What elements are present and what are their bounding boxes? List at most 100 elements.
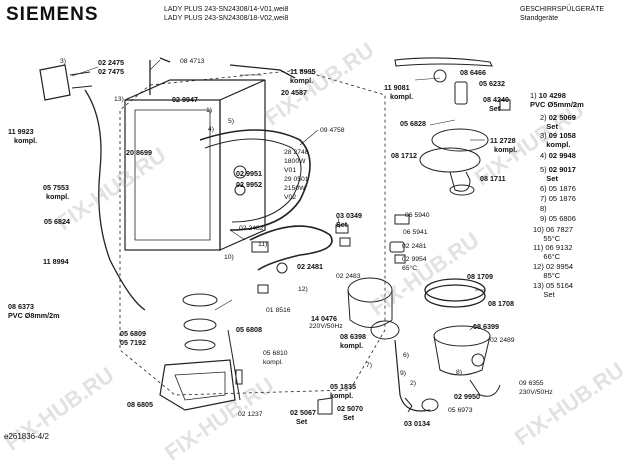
part-label: 02 2481 bbox=[297, 262, 323, 271]
part-label: kompl. bbox=[46, 192, 70, 201]
legend-row: 11) 06 9132 66°C bbox=[533, 243, 573, 261]
callout-number: 7) bbox=[366, 362, 373, 369]
callout-number: 1) bbox=[206, 107, 213, 114]
document-id: e261836-4/2 bbox=[4, 432, 49, 441]
part-label: kompl. bbox=[14, 136, 38, 145]
part-label: 02 9951 bbox=[236, 169, 262, 178]
legend-row: 9) 05 6806 bbox=[540, 214, 576, 223]
part-label: 14 0476 bbox=[311, 314, 337, 323]
callout-number: 8) bbox=[456, 369, 463, 376]
part-label: 05 6810 bbox=[263, 350, 288, 357]
part-label: 08 1709 bbox=[467, 272, 493, 281]
model-line-1: LADY PLUS 243-SN24308/14-V01,wei8 bbox=[164, 6, 289, 13]
part-label: kompl. bbox=[340, 341, 364, 350]
part-label: 230V/50Hz bbox=[519, 389, 553, 396]
part-label: 09 6355 bbox=[519, 380, 544, 387]
part-label: 05 6808 bbox=[236, 325, 262, 334]
part-label: 09 4758 bbox=[320, 127, 345, 134]
part-label: 11 2728 bbox=[490, 136, 516, 145]
part-label: 08 6466 bbox=[460, 68, 486, 77]
part-label: 08 6398 bbox=[340, 332, 366, 341]
part-label: 05 6232 bbox=[479, 79, 505, 88]
part-label: 05 1835 bbox=[330, 382, 356, 391]
legend-row: 10) 06 7827 55°C bbox=[533, 225, 574, 243]
part-label: 08 4713 bbox=[180, 58, 205, 65]
part-label: 02 9947 bbox=[172, 95, 198, 104]
part-label: 11 8995 bbox=[290, 67, 316, 76]
callout-number: 10) bbox=[224, 254, 234, 261]
part-label: 08 6805 bbox=[127, 400, 153, 409]
callout-number: 5) bbox=[228, 118, 235, 125]
part-label: 02 2483 bbox=[336, 273, 361, 280]
part-label: kompl. bbox=[494, 145, 518, 154]
legend-row: 13) 05 5164 Set bbox=[533, 281, 574, 299]
model-line-2: LADY PLUS 243-SN24308/18-V02,wei8 bbox=[164, 15, 289, 22]
legend-row: 12) 02 9954 85°C bbox=[533, 262, 574, 280]
callout-number: 6) bbox=[403, 352, 410, 359]
part-label: Set bbox=[489, 104, 501, 113]
part-label: V02 bbox=[284, 194, 297, 201]
part-label: Set bbox=[343, 413, 355, 422]
part-label: Set bbox=[296, 417, 308, 426]
part-label: 05 7553 bbox=[43, 183, 69, 192]
part-label: 20 8699 bbox=[126, 148, 152, 157]
part-label: 08 1712 bbox=[391, 151, 417, 160]
part-label: 02 9952 bbox=[236, 180, 262, 189]
part-label: 05 7192 bbox=[120, 338, 146, 347]
part-label: 02 5067 bbox=[290, 408, 316, 417]
part-label: 08 6373 bbox=[8, 302, 34, 311]
category-line-2: Standgeräte bbox=[520, 15, 559, 22]
part-label: 2150W bbox=[284, 185, 306, 192]
part-label: 11 9923 bbox=[8, 127, 34, 136]
callout-number: 3) bbox=[60, 58, 67, 65]
part-label: 05 6824 bbox=[44, 217, 70, 226]
part-label: 08 1708 bbox=[488, 299, 514, 308]
callout-number: 2) bbox=[410, 380, 417, 387]
callout-number: 9) bbox=[400, 370, 407, 377]
brand-logo: SIEMENS bbox=[6, 4, 99, 25]
part-label: kompl. bbox=[290, 76, 314, 85]
part-label: 11 8994 bbox=[43, 257, 69, 266]
legend-row: 8) bbox=[540, 204, 547, 213]
exploded-parts-diagram bbox=[39, 57, 511, 415]
part-label: 08 4240 bbox=[483, 95, 509, 104]
part-label: 05 6809 bbox=[120, 329, 146, 338]
callout-number: 12) bbox=[298, 286, 308, 293]
part-label: 220V/50Hz bbox=[309, 323, 343, 330]
part-label: 02 2475 bbox=[98, 58, 124, 67]
legend-row: 6) 05 1876 bbox=[540, 184, 576, 193]
part-label: 01 8516 bbox=[266, 307, 291, 314]
callout-number: 11) bbox=[258, 241, 268, 248]
legend-row: 7) 05 1876 bbox=[540, 194, 576, 203]
part-label: 02 9954 bbox=[402, 256, 427, 263]
part-label: 11 9081 bbox=[384, 83, 410, 92]
legend-row: 3) 09 1058 kompl. bbox=[540, 131, 576, 149]
callout-number: 13) bbox=[114, 96, 124, 103]
legend-row: 5) 02 9017 Set bbox=[540, 165, 576, 183]
callout-number: 4) bbox=[208, 126, 215, 133]
part-label: kompl. bbox=[330, 391, 354, 400]
part-label: 02 2489 bbox=[490, 337, 515, 344]
part-label: 02 9950 bbox=[454, 392, 480, 401]
part-label: 03 0349 bbox=[336, 211, 362, 220]
part-label: 28 2748 bbox=[284, 149, 309, 156]
part-label: 02 7475 bbox=[98, 67, 124, 76]
part-label: 08 6399 bbox=[473, 322, 499, 331]
part-label: 05 6828 bbox=[400, 119, 426, 128]
part-label: 02 2482 bbox=[239, 225, 264, 232]
part-label: V01 bbox=[284, 167, 297, 174]
category-line-1: GESCHIRRSPÜLGERÄTE bbox=[520, 6, 605, 13]
part-label: Set bbox=[336, 220, 348, 229]
part-label: 20 4587 bbox=[281, 88, 307, 97]
part-label: 06 5940 bbox=[405, 212, 430, 219]
part-label: 05 6973 bbox=[448, 407, 473, 414]
part-label: PVC Ø8mm/2m bbox=[8, 311, 60, 320]
legend-row: 4) 02 9948 bbox=[540, 151, 576, 160]
part-label: kompl. bbox=[263, 359, 284, 366]
part-label: kompl. bbox=[390, 92, 414, 101]
part-label: 06 5941 bbox=[403, 229, 428, 236]
part-label: 03 0134 bbox=[404, 419, 430, 428]
part-label: 08 1711 bbox=[480, 174, 506, 183]
part-label: 29 0501 bbox=[284, 176, 309, 183]
